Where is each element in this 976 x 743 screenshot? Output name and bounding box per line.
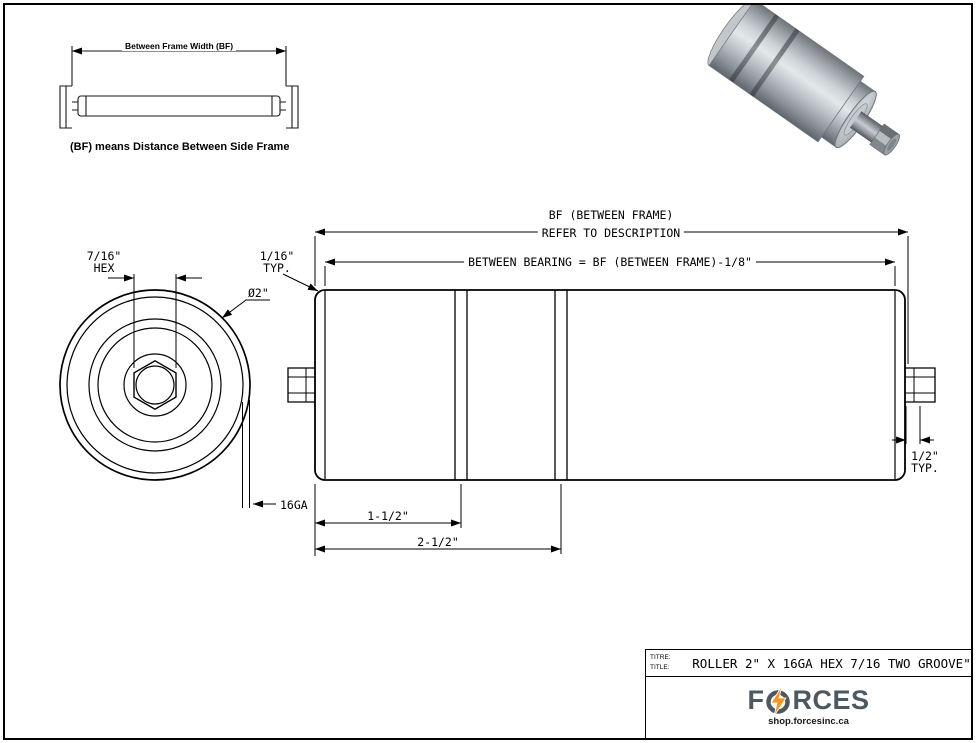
roller-3d-groove-2	[749, 28, 800, 97]
bearing-housing-inner-circle	[97, 327, 213, 443]
inset-caption: (BF) means Distance Between Side Frame	[70, 141, 290, 153]
roller-3d-render	[707, 5, 901, 156]
diameter-label: Ø2"	[248, 286, 269, 300]
shaft-bore-circle	[135, 365, 175, 405]
groove-1	[454, 290, 468, 480]
title-label-fr: TITRE:	[650, 653, 671, 661]
groove-2	[554, 290, 568, 480]
groove2-dim-label: 2-1/2"	[417, 535, 459, 549]
roller-body-outline	[314, 289, 906, 481]
logo-text-suffix: RCES	[792, 684, 870, 715]
side-view-dimensions	[282, 228, 934, 556]
shaft-ext-typ-label: TYP.	[911, 461, 939, 475]
website-url: shop.forcesinc.ca	[768, 716, 849, 727]
hex-boss-circle	[123, 353, 187, 417]
groove1-dim-label: 1-1/2"	[367, 509, 409, 523]
title-block-labels: TITRE: TITLE:	[646, 653, 692, 673]
sheet-border	[3, 3, 973, 740]
forces-logo: F RCES	[747, 684, 870, 716]
bearing-housing-outer-circle	[88, 318, 222, 452]
hex-word-label: HEX	[93, 261, 115, 275]
title-block-row-brand: F RCES shop.forcesinc.ca	[646, 677, 971, 735]
logo-text-prefix: F	[747, 684, 765, 715]
end-view-callouts	[108, 274, 276, 508]
end-gap-value-label: 1/16"	[259, 249, 295, 263]
gauge-label: 16GA	[280, 498, 308, 512]
roller-3d-groove-1	[729, 14, 780, 83]
inset-left-frame	[59, 85, 72, 129]
left-shaft	[287, 367, 315, 403]
title-label-en: TITLE:	[650, 664, 670, 671]
inset-roller-body	[77, 95, 281, 117]
inset-diagram	[59, 46, 299, 129]
title-block: TITRE: TITLE: ROLLER 2" X 16GA HEX 7/16 …	[645, 649, 971, 738]
inset-bf-dim-label: Between Frame Width (BF)	[121, 41, 237, 51]
end-view	[59, 289, 251, 481]
right-shaft	[905, 367, 936, 403]
drawing-title: ROLLER 2" X 16GA HEX 7/16 TWO GROOVE"	[692, 655, 971, 671]
bf-dim-label-line2: REFER TO DESCRIPTION	[537, 226, 685, 240]
hex-size-label: 7/16"	[86, 249, 122, 263]
shaft-ext-value-label: 1/2"	[911, 449, 939, 463]
between-bearing-label: BETWEEN BEARING = BF (BETWEEN FRAME)-1/8…	[464, 255, 756, 269]
side-view	[287, 289, 936, 481]
hex-bore	[133, 359, 177, 411]
title-block-row-title: TITRE: TITLE: ROLLER 2" X 16GA HEX 7/16 …	[646, 650, 971, 677]
roller-outer-circle	[59, 289, 251, 481]
roller-3d-shaft	[849, 111, 883, 143]
inset-right-frame	[286, 85, 299, 129]
end-gap-typ-label: TYP.	[263, 261, 291, 275]
bf-dim-label-line1: BF (BETWEEN FRAME)	[548, 208, 674, 222]
lightning-o-icon	[765, 686, 791, 716]
tube-inner-circle	[66, 296, 244, 474]
